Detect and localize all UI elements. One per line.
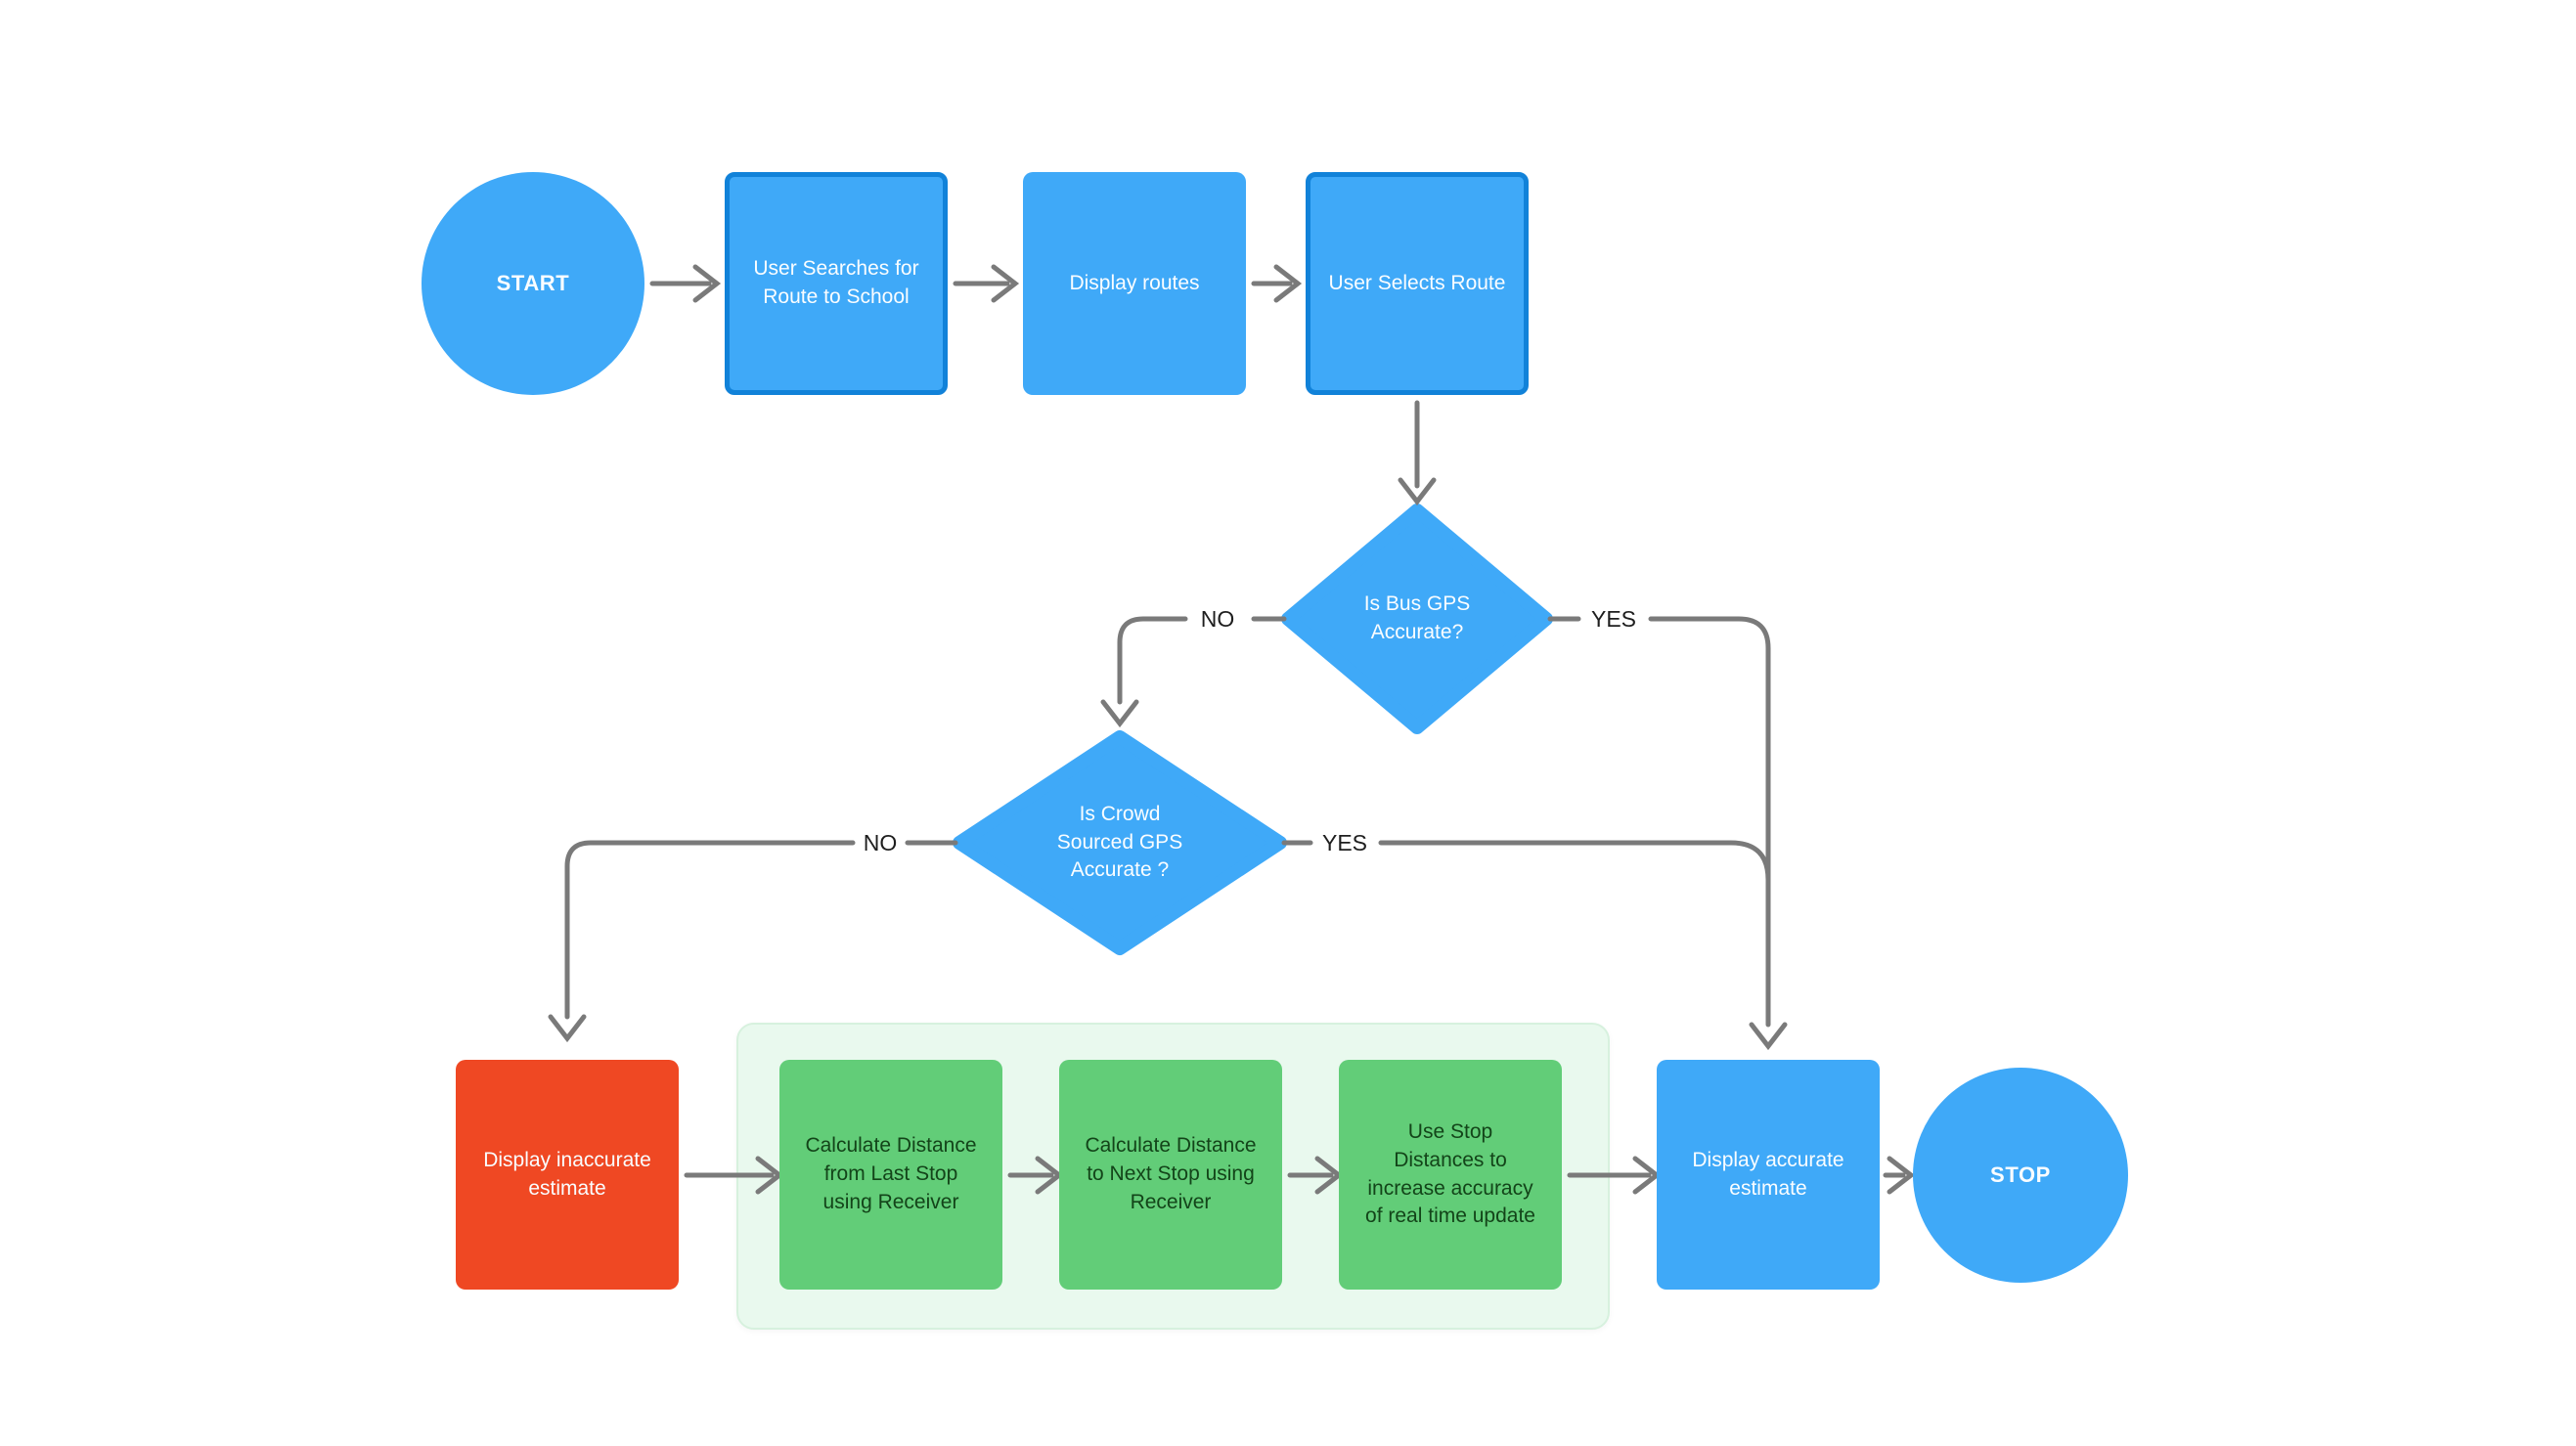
search-route-node[interactable]: User Searches for Route to School [725,172,948,395]
edge-select-route-to-bus-gps [1398,400,1437,506]
calc-next-stop-node[interactable]: Calculate Distance to Next Stop using Re… [1059,1060,1282,1290]
edge-label-crowd-yes: YES [1322,830,1367,855]
inaccurate-estimate-node[interactable]: Display inaccurate estimate [456,1060,679,1290]
calc-last-stop-node[interactable]: Calculate Distance from Last Stop using … [779,1060,1002,1290]
edge-bus-gps-yes [1547,616,1788,1051]
edge-bus-gps-no [1100,616,1287,728]
edge-label-crowd-no: NO [864,830,898,855]
edge-label-bus-no: NO [1201,606,1235,632]
crowd-gps-decision-label: Is Crowd Sourced GPS Accurate ? [1056,802,1183,882]
accurate-estimate-node[interactable]: Display accurate estimate [1657,1060,1880,1290]
bus-gps-decision-label: Is Bus GPS Accurate? [1363,592,1471,643]
edge-label-bus-yes: YES [1591,606,1636,632]
edge-accurate-to-stop [1883,1156,1916,1195]
display-routes-node[interactable]: Display routes [1023,172,1246,395]
edge-display-routes-to-select-route [1251,264,1303,303]
edge-crowd-gps-no [548,840,958,1043]
use-stop-distances-node[interactable]: Use Stop Distances to increase accuracy … [1339,1060,1562,1290]
edge-crowd-gps-yes [1281,840,1771,883]
edge-start-to-search [649,264,722,303]
stop-node[interactable]: STOP [1913,1068,2128,1283]
select-route-node[interactable]: User Selects Route [1306,172,1529,395]
edge-search-to-display-routes [953,264,1020,303]
start-node[interactable]: START [422,172,644,395]
